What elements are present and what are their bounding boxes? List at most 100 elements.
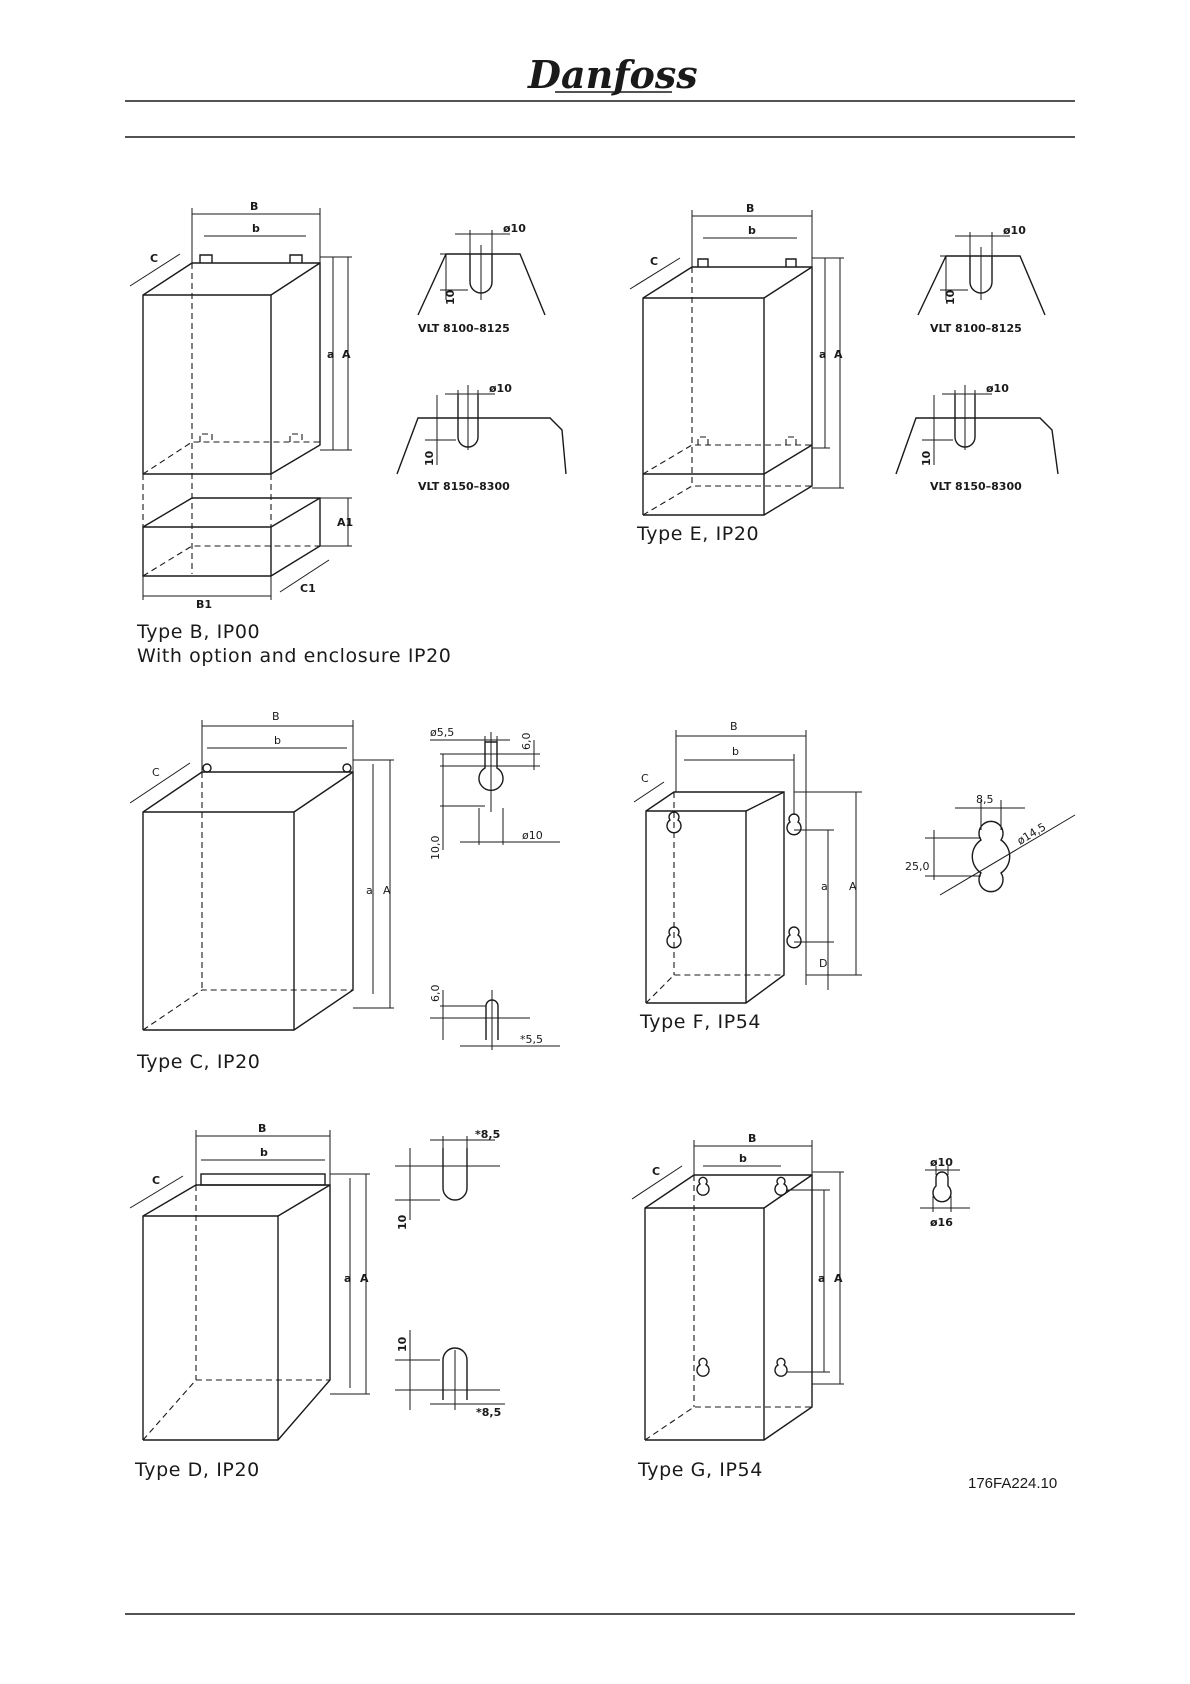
type-d-dim-a: a: [344, 1272, 351, 1285]
type-g-dim-b: b: [739, 1152, 747, 1165]
type-e-dim-A: A: [834, 348, 843, 361]
figure-type-g: B b C a A Type G, IP54: [631, 1132, 844, 1481]
keyhole-c-top-shape: [478, 741, 504, 792]
keyhole-c-bottom-top: 6,0: [429, 985, 442, 1003]
type-b-top-tabs: [199, 254, 303, 263]
slot-8150-profile: [396, 417, 567, 475]
slot-8100-profile: [417, 253, 546, 316]
type-e-dim-a: a: [819, 348, 826, 361]
type-f-hidden-bottom: [645, 974, 784, 1004]
slot-8150-e-dia: ø10: [986, 382, 1009, 395]
detail-keyhole-c: ø5,5 6,0 10,0 ø10 6,0 *5,5: [429, 726, 560, 1050]
slot-8100-e-dia: ø10: [1003, 224, 1026, 237]
type-c-dim-b: b: [274, 734, 281, 747]
keyhole-f-width: 8,5: [976, 793, 994, 806]
detail-keyhole-g: ø10 ø16: [920, 1156, 970, 1229]
danfoss-logo: Danfoss: [527, 52, 698, 97]
slot-8150-depth: 10: [423, 450, 436, 466]
figure-type-c: B b C a A Type C, IP20: [129, 710, 394, 1073]
figure-type-d: B b C a A Type D, IP20: [129, 1122, 370, 1481]
type-b-caption-1: Type B, IP00: [136, 621, 260, 643]
type-c-dim-C-line: [129, 762, 191, 804]
type-f-keyhole-left-bottom: [666, 926, 682, 949]
slot-8150-e-profile: [895, 417, 1059, 475]
type-b-dim-B: B: [250, 200, 258, 213]
detail-slot-8150-left: ø10 10 VLT 8150–8300: [396, 382, 567, 493]
type-b-caption-2: With option and enclosure IP20: [137, 645, 451, 667]
drawing-reference: 176FA224.10: [968, 1475, 1057, 1492]
type-g-outline: [644, 1174, 813, 1441]
type-d-dim-C: C: [152, 1174, 160, 1187]
type-b-dim-C1-line: [279, 559, 330, 593]
slot-d-bottom-dia: *8,5: [476, 1406, 501, 1419]
type-c-dim-B: B: [272, 710, 280, 723]
type-g-dim-B: B: [748, 1132, 756, 1145]
type-b-enclosure: [142, 497, 321, 577]
detail-slot-8100-left: ø10 10 VLT 8100–8125: [417, 222, 546, 335]
type-g-dim-C-line: [631, 1165, 683, 1200]
type-e-dim-B: B: [746, 202, 754, 215]
figure-type-b: B b C a A A1 B1 C1 Type B, IP00 With opt…: [129, 200, 451, 667]
type-f-keyhole-left-top: [666, 811, 682, 834]
type-c-mount-hole-left: [202, 763, 212, 773]
slot-d-top-dia: *8,5: [475, 1128, 500, 1141]
type-c-hidden-bottom: [142, 989, 353, 1031]
slot-8100-e-profile: [917, 255, 1046, 316]
keyhole-c-slot-dia: ø5,5: [430, 726, 454, 739]
type-b-enclosure-hidden: [142, 545, 320, 577]
detail-slot-8150-right: ø10 10 VLT 8150–8300: [895, 382, 1059, 493]
slot-8150-e-depth: 10: [920, 450, 933, 466]
slot-d-bottom-shape: [442, 1347, 468, 1400]
type-f-dim-b: b: [732, 745, 739, 758]
detail-slot-d: *8,5 10 10 *8,5: [395, 1128, 505, 1419]
type-g-keyhole-bottom-left: [696, 1357, 710, 1377]
type-c-dim-A: A: [383, 884, 391, 897]
type-b-dim-b: b: [252, 222, 260, 235]
type-b-dim-a: a: [327, 348, 334, 361]
type-d-outline: [142, 1184, 331, 1441]
type-c-mount-hole-right: [342, 763, 352, 773]
type-e-dim-b: b: [748, 224, 756, 237]
slot-8150-dia: ø10: [489, 382, 512, 395]
slot-d-bottom-depth: 10: [396, 1336, 409, 1352]
type-d-top-flange: [200, 1173, 326, 1186]
type-d-dim-B: B: [258, 1122, 266, 1135]
slot-8100-e-label: VLT 8100–8125: [930, 322, 1022, 335]
type-g-dim-C: C: [652, 1165, 660, 1178]
type-b-dim-B1: B1: [196, 598, 212, 611]
slot-8100-e-depth: 10: [944, 289, 957, 305]
type-f-dim-D: D: [819, 957, 827, 970]
type-f-keyhole-right-bottom: [786, 926, 802, 949]
keyhole-g-dia-large: ø16: [930, 1216, 953, 1229]
type-e-top-tabs: [697, 258, 797, 267]
slot-8100-dia: ø10: [503, 222, 526, 235]
type-d-dim-b: b: [260, 1146, 268, 1159]
type-c-outline: [142, 771, 354, 1031]
slot-d-top-shape: [442, 1148, 468, 1201]
type-f-dim-C: C: [641, 772, 649, 785]
type-c-caption: Type C, IP20: [136, 1051, 260, 1073]
type-e-dim-C: C: [650, 255, 658, 268]
type-b-dim-C-line: [129, 253, 181, 287]
keyhole-f-shape: [971, 820, 1011, 893]
type-c-top-edge: [143, 771, 354, 813]
type-g-dim-a: a: [818, 1272, 825, 1285]
type-b-dim-A: A: [342, 348, 351, 361]
type-g-keyhole-top-left: [696, 1176, 710, 1196]
keyhole-g-shape: [932, 1171, 952, 1203]
type-g-keyhole-bottom-right: [774, 1357, 788, 1377]
logo-text: Danfoss: [527, 52, 698, 97]
type-b-top-edge: [143, 262, 321, 296]
detail-slot-8100-right: ø10 10 VLT 8100–8125: [917, 224, 1046, 335]
type-f-dim-C-line: [633, 781, 665, 803]
type-f-dim-A: A: [849, 880, 857, 893]
slot-8150-label: VLT 8150–8300: [418, 480, 510, 493]
type-b-dim-A1: A1: [337, 516, 353, 529]
keyhole-c-bottom-slot: *5,5: [520, 1033, 543, 1046]
keyhole-c-top: 6,0: [520, 733, 533, 751]
keyhole-f-dia: ø14,5: [1015, 820, 1048, 847]
type-d-dim-A: A: [360, 1272, 369, 1285]
type-b-bottom-tabs: [199, 433, 303, 442]
type-g-keyhole-top-right: [774, 1176, 788, 1196]
